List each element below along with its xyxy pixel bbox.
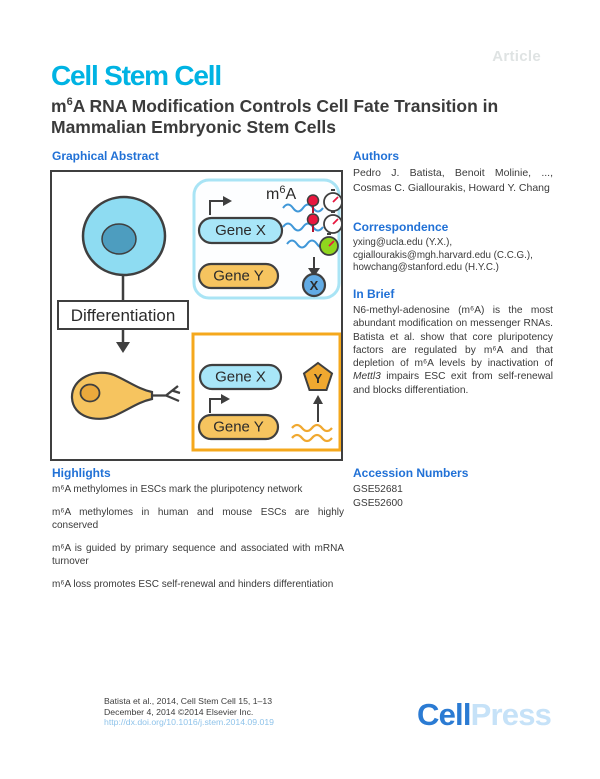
title-post: A RNA Modification Controls Cell Fate Tr… [51, 95, 499, 137]
svg-text:Differentiation: Differentiation [71, 306, 176, 325]
svg-text:Y: Y [314, 371, 323, 386]
clock-icon-green [319, 233, 339, 256]
in-brief-heading: In Brief [353, 287, 395, 301]
footer-doi-link[interactable]: http://dx.doi.org/10.1016/j.stem.2014.09… [104, 717, 275, 728]
cellpress-logo-press: Press [470, 697, 552, 732]
authors-text: Pedro J. Batista, Benoit Molinie, ..., C… [353, 167, 553, 194]
correspondence-line: cgiallourakis@mgh.harvard.edu (C.C.G.), [353, 249, 533, 261]
correspondence-lines: yxing@ucla.edu (Y.X.), cgiallourakis@mgh… [353, 237, 553, 275]
highlights-list: m⁶A methylomes in ESCs mark the pluripot… [52, 483, 344, 600]
title-pre: m [51, 95, 67, 116]
in-brief-text-after: impairs ESC exit from self-renewal and b… [353, 371, 553, 396]
authors-heading: Authors [353, 149, 399, 163]
accession-numbers-list: GSE52681 GSE52600 [353, 483, 403, 510]
highlight-item: m⁶A methylomes in ESCs mark the pluripot… [52, 484, 303, 495]
cell-stem-cell-logo: Cell Stem Cell [51, 60, 222, 91]
highlight-item: m⁶A loss promotes ESC self-renewal and h… [52, 578, 334, 590]
promoter-arrow-icon [209, 196, 232, 215]
graphical-abstract-heading: Graphical Abstract [52, 149, 159, 163]
stem-cell-icon [81, 195, 167, 277]
svg-text:Gene X: Gene X [215, 222, 266, 239]
gene-y-box: Gene Y [197, 413, 280, 441]
gene-x-box: Gene X [198, 363, 283, 391]
protein-y-icon: Y [302, 361, 334, 391]
accession-item: GSE52600 [353, 497, 403, 509]
svg-text:Gene Y: Gene Y [213, 268, 264, 285]
in-brief-text-before: N6-methyl-adenosine (m⁶A) is the most ab… [353, 305, 553, 370]
title-superscript: 6 [66, 96, 73, 108]
highlights-heading: Highlights [52, 466, 111, 480]
cellpress-logo: CellPress [417, 697, 552, 733]
correspondence-heading: Correspondence [353, 220, 449, 234]
differentiation-label: Differentiation [57, 300, 189, 330]
footer: Batista et al., 2014, Cell Stem Cell 15,… [104, 696, 274, 728]
cellpress-logo-cell: Cell [417, 697, 471, 732]
gene-x-box: Gene X [197, 216, 284, 245]
footer-copyright: December 4, 2014 ©2014 Elsevier Inc. [104, 706, 254, 717]
svg-text:Gene Y: Gene Y [213, 419, 264, 436]
svg-text:X: X [310, 278, 319, 293]
footer-citation: Batista et al., 2014, Cell Stem Cell 15,… [104, 696, 273, 706]
m6a-mark-icon [306, 194, 320, 232]
protein-x-icon: X [301, 272, 327, 298]
differentiation-arrow-icon [116, 329, 130, 353]
in-brief-italic-gene: Mettl3 [353, 371, 381, 383]
accession-item: GSE52681 [353, 484, 403, 495]
paper-title: m6A RNA Modification Controls Cell Fate … [51, 92, 551, 138]
graphical-abstract-svg: Differentiation m6A [57, 178, 343, 452]
article-type-label: Article [492, 48, 541, 65]
accession-numbers-heading: Accession Numbers [353, 466, 469, 480]
correspondence-line: howchang@stanford.edu (H.Y.C.) [353, 262, 499, 274]
highlight-item: m⁶A is guided by primary sequence and as… [52, 542, 344, 568]
mrna-wave-icon [291, 423, 333, 443]
highlight-item: m⁶A methylomes in human and mouse ESCs a… [52, 506, 344, 532]
svg-text:Gene X: Gene X [215, 369, 266, 386]
gene-y-box: Gene Y [197, 262, 280, 290]
pluripotent-state-panel: m6A Gene X [192, 178, 343, 300]
m6a-label: m6A [266, 184, 296, 203]
up-arrow-icon [313, 395, 323, 422]
in-brief-text: N6-methyl-adenosine (m⁶A) is the most ab… [353, 304, 553, 397]
down-arrow-icon [308, 257, 320, 277]
neuron-icon [70, 371, 181, 420]
graphical-abstract-figure: Differentiation m6A [50, 170, 343, 461]
promoter-arrow-icon [209, 394, 230, 413]
correspondence-line: yxing@ucla.edu (Y.X.), [353, 237, 453, 248]
differentiated-state-panel: Gene X Y Gene Y [191, 332, 342, 452]
